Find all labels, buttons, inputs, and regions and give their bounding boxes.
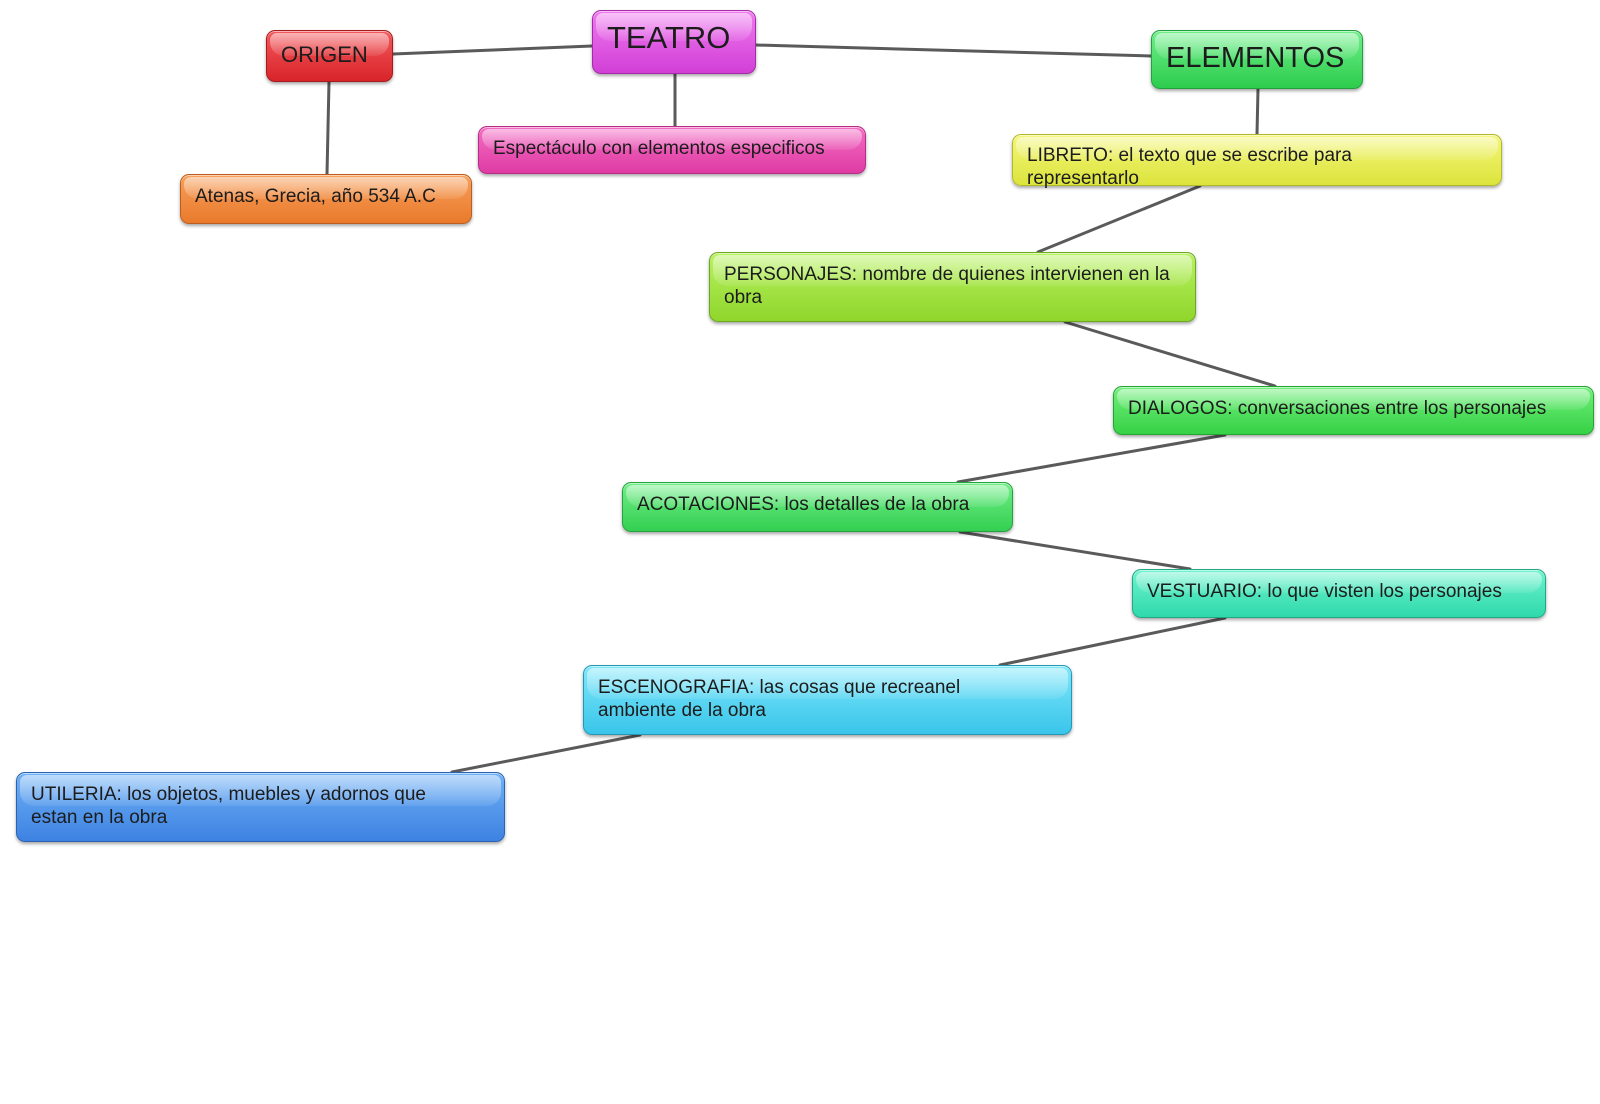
node-teatro[interactable]: TEATRO [592,10,756,74]
node-label: ELEMENTOS [1166,42,1345,74]
node-label: Atenas, Grecia, año 534 A.C [195,186,436,207]
node-libreto[interactable]: LIBRETO: el texto que se escribe para re… [1012,134,1502,189]
node-label: ACOTACIONES: los detalles de la obra [637,494,970,515]
connector-escenografia-utileria [450,733,642,774]
node-label: DIALOGOS: conversaciones entre los perso… [1128,398,1547,419]
connector-vestuario-escenografia [998,616,1227,667]
node-label: Espectáculo con elementos especificos [493,138,825,159]
node-label: ESCENOGRAFIA: las cosas que recreanel am… [598,677,961,721]
node-atenas[interactable]: Atenas, Grecia, año 534 A.C [180,174,472,224]
node-acotaciones[interactable]: ACOTACIONES: los detalles de la obra [622,482,1013,532]
connector-elementos-libreto [1255,87,1260,136]
connector-teatro-elementos [754,43,1153,58]
node-espectaculo[interactable]: Espectáculo con elementos especificos [478,126,866,174]
connector-teatro-origen [391,44,594,56]
node-label: ORIGEN [281,42,368,67]
node-label: LIBRETO: el texto que se escribe para re… [1027,145,1352,189]
node-label: PERSONAJES: nombre de quienes interviene… [724,264,1170,308]
node-vestuario[interactable]: VESTUARIO: lo que visten los personajes [1132,569,1546,618]
node-dialogos[interactable]: DIALOGOS: conversaciones entre los perso… [1113,386,1594,435]
node-origen[interactable]: ORIGEN [266,30,393,82]
connector-acotaciones-vestuario [958,530,1192,571]
node-personajes[interactable]: PERSONAJES: nombre de quienes interviene… [709,252,1196,322]
node-label: VESTUARIO: lo que visten los personajes [1147,581,1502,602]
node-escenografia[interactable]: ESCENOGRAFIA: las cosas que recreanel am… [583,665,1072,735]
connector-libreto-personajes [1036,184,1202,254]
node-label: UTILERIA: los objetos, muebles y adornos… [31,784,426,828]
node-label: TEATRO [607,20,731,55]
node-elementos[interactable]: ELEMENTOS [1151,30,1363,89]
connector-personajes-dialogos [1063,320,1277,388]
node-utileria[interactable]: UTILERIA: los objetos, muebles y adornos… [16,772,505,842]
connector-origen-atenas [325,80,331,176]
connector-dialogos-acotaciones [956,433,1227,484]
